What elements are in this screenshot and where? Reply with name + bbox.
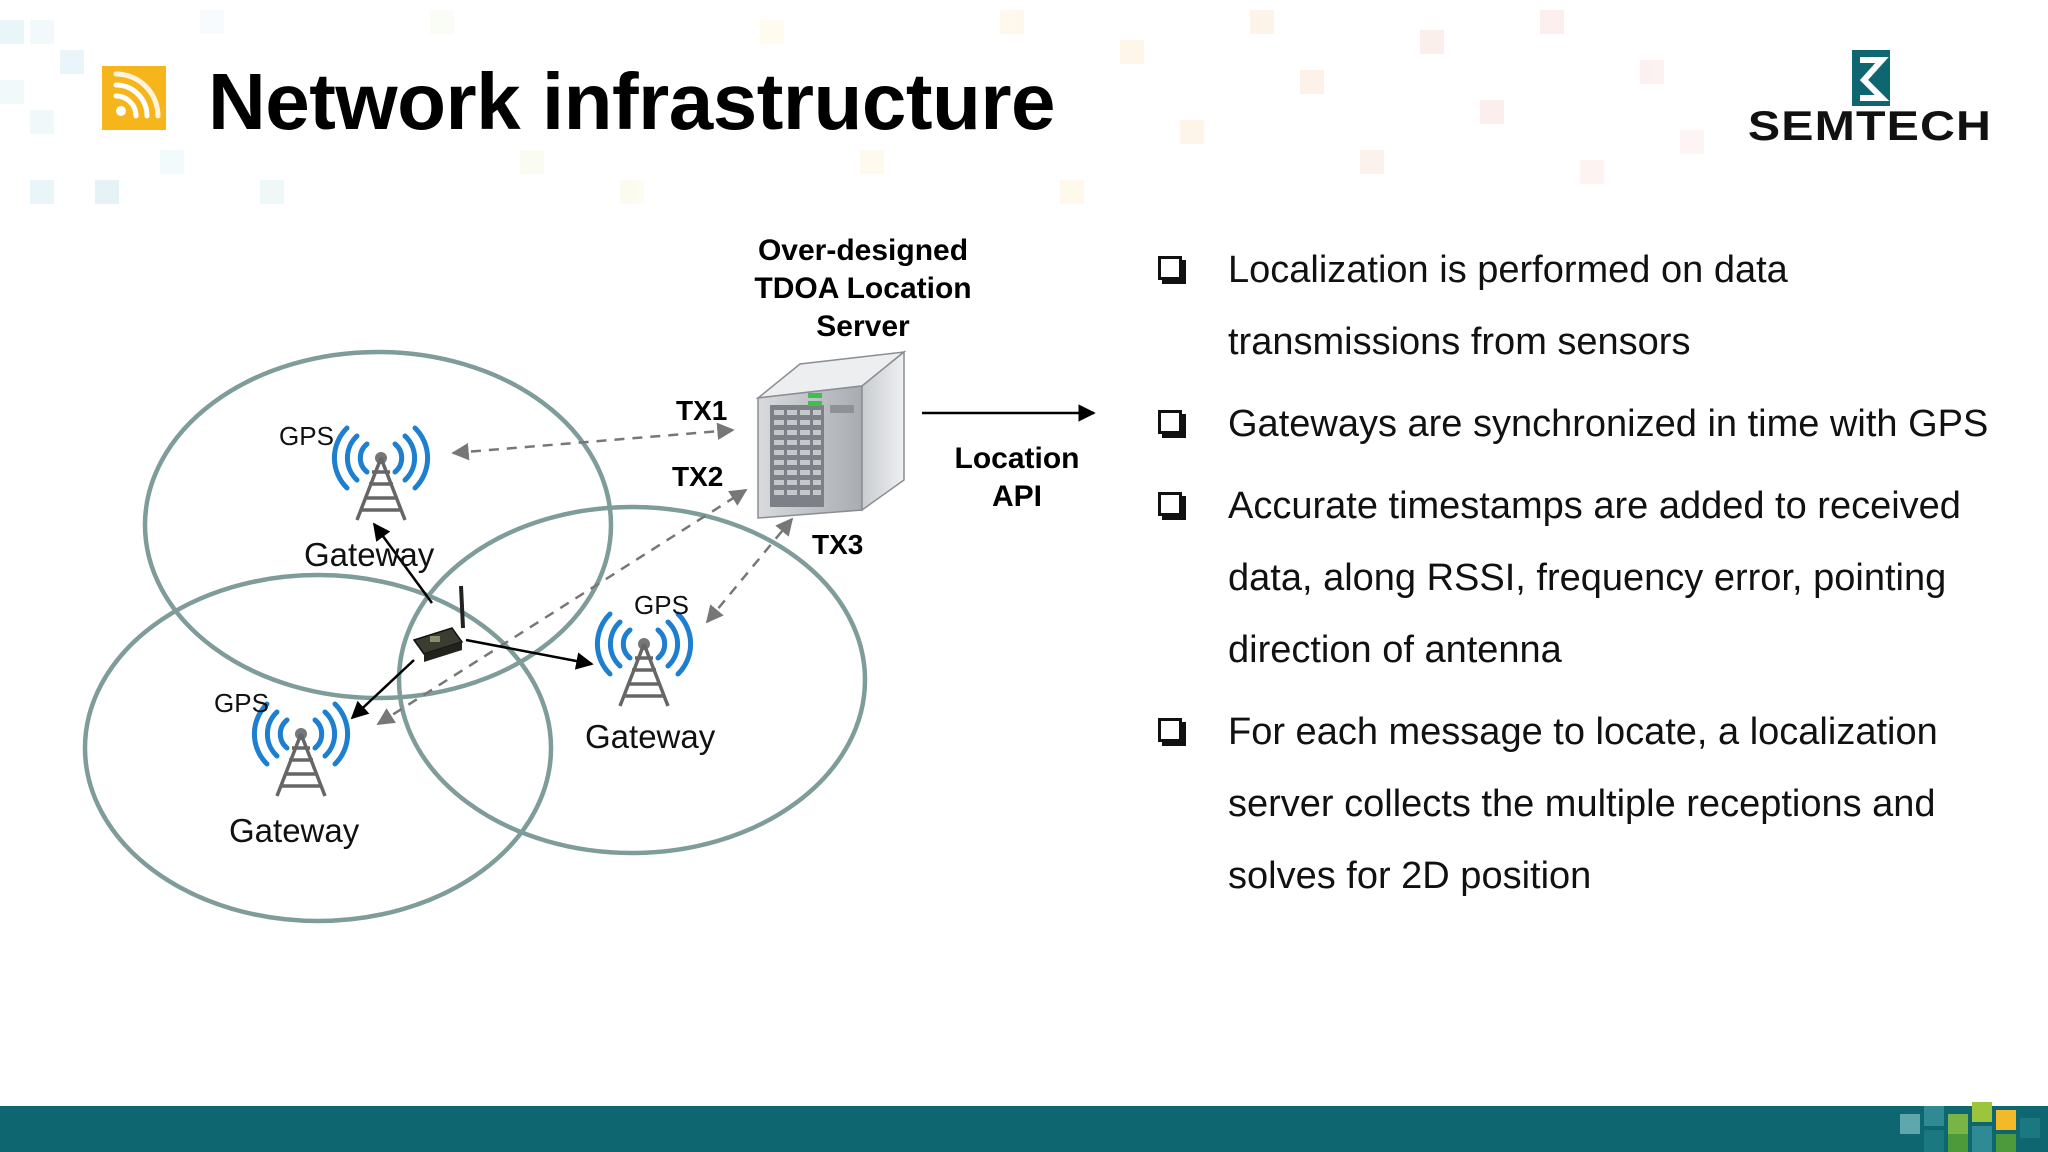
tx2-link bbox=[376, 488, 748, 726]
bullet-text: Accurate timestamps are added to receive… bbox=[1228, 485, 1961, 671]
bullet-list: Localization is performed on data transm… bbox=[1150, 234, 2030, 922]
semtech-logo-mark-icon bbox=[1852, 50, 1890, 106]
gateway-label-left: Gateway bbox=[229, 812, 360, 849]
bullet-item: Localization is performed on data transm… bbox=[1150, 234, 2030, 378]
bullet-text: For each message to locate, a localizati… bbox=[1228, 711, 1938, 897]
gps-label-left: GPS bbox=[214, 688, 269, 718]
coverage-areas bbox=[82, 349, 868, 924]
header-mosaic-background bbox=[0, 10, 1704, 204]
gps-label-right: GPS bbox=[634, 590, 689, 620]
antenna-tower-icon bbox=[251, 701, 351, 797]
tx2-label: TX2 bbox=[672, 461, 723, 492]
sensor-to-gateway-left-arrow bbox=[350, 659, 415, 720]
rss-feed-icon bbox=[102, 66, 166, 130]
gateway-label-right: Gateway bbox=[585, 718, 716, 755]
footer-band bbox=[0, 1106, 2048, 1152]
slide-title: Network infrastructure bbox=[208, 57, 1055, 146]
gateway-top: GPS Gateway bbox=[279, 421, 435, 573]
antenna-tower-icon bbox=[331, 425, 431, 521]
bullet-text: Gateways are synchronized in time with G… bbox=[1228, 403, 1989, 445]
server-label-line2: TDOA Location bbox=[754, 272, 971, 305]
gateway-left: GPS Gateway bbox=[214, 688, 360, 849]
checkbox-bullet-icon bbox=[1158, 410, 1182, 434]
checkbox-bullet-icon bbox=[1158, 718, 1182, 742]
location-api-label-line2: API bbox=[992, 480, 1042, 513]
server-label-line1: Over-designed bbox=[758, 234, 968, 267]
server-icon bbox=[755, 350, 907, 519]
server-label-line3: Server bbox=[816, 310, 910, 343]
tx1-link bbox=[451, 422, 735, 461]
logo-wordmark: SEMTECH bbox=[1747, 102, 1993, 149]
tdoa-network-diagram: Over-designed TDOA Location Server Locat… bbox=[82, 234, 1096, 924]
footer-mosaic bbox=[1900, 1102, 2048, 1152]
antenna-tower-icon bbox=[594, 611, 694, 707]
bullet-item: For each message to locate, a localizati… bbox=[1150, 696, 2030, 912]
coverage-ellipse-top bbox=[142, 349, 614, 701]
sensor-to-gateway-right-arrow bbox=[465, 638, 594, 670]
location-api-label-line1: Location bbox=[955, 442, 1080, 475]
tx-links bbox=[376, 422, 794, 726]
tx1-label: TX1 bbox=[676, 395, 727, 426]
bullet-item: Accurate timestamps are added to receive… bbox=[1150, 470, 2030, 686]
checkbox-bullet-icon bbox=[1158, 256, 1182, 280]
gateway-right: GPS Gateway bbox=[585, 590, 716, 755]
bullet-item: Gateways are synchronized in time with G… bbox=[1150, 388, 2030, 460]
gps-label-top: GPS bbox=[279, 421, 334, 451]
sensor-device-icon bbox=[412, 585, 465, 662]
coverage-ellipse-left bbox=[82, 572, 554, 924]
semtech-logo: SEMTECH bbox=[1722, 50, 2018, 148]
tx3-label: TX3 bbox=[812, 529, 863, 560]
coverage-ellipse-right bbox=[396, 504, 868, 856]
checkbox-bullet-icon bbox=[1158, 492, 1182, 516]
gateway-label-top: Gateway bbox=[304, 536, 435, 573]
bullet-text: Localization is performed on data transm… bbox=[1228, 249, 1788, 363]
sensor-to-gateway-top-arrow bbox=[372, 522, 434, 604]
tx3-link bbox=[705, 517, 794, 624]
